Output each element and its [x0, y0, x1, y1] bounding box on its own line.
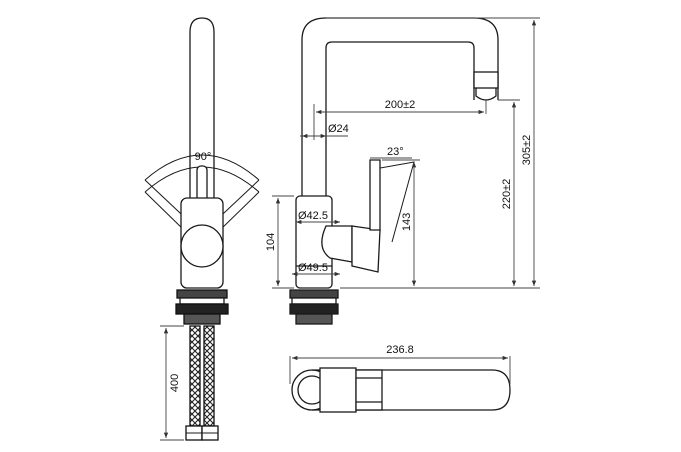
front-hose-left [189, 325, 201, 427]
front-handle-cap [180, 224, 224, 268]
side-handle-base [321, 225, 353, 263]
front-spout-tube [189, 17, 215, 283]
dim-angle-swing: 90° [195, 151, 212, 163]
top-handle-block [319, 367, 357, 413]
dim-body-diameter-upper: Ø42.5 [298, 210, 328, 222]
side-dimensions [272, 17, 540, 289]
dim-hose-length: 400 [169, 374, 181, 392]
side-spout-inner [325, 41, 475, 200]
front-view [144, 17, 260, 441]
dim-outlet-height: 220±2 [501, 179, 513, 210]
side-view [289, 17, 499, 325]
dim-body-diameter-base: Ø49.5 [298, 262, 328, 274]
top-view [291, 367, 511, 413]
dim-top-length: 236.8 [386, 344, 414, 356]
top-spout [312, 369, 511, 411]
side-handle-lever [369, 159, 381, 231]
front-swing-arc [144, 154, 260, 181]
dim-total-height: 305±2 [521, 135, 533, 166]
dim-spout-diameter: Ø24 [328, 123, 349, 135]
dim-spout-reach: 200±2 [385, 99, 416, 111]
dim-handle-height: 143 [401, 213, 413, 231]
front-hose-right [203, 325, 215, 427]
top-dimensions [289, 355, 511, 384]
dim-body-height: 104 [265, 233, 277, 251]
dim-handle-tilt: 23° [387, 146, 404, 158]
